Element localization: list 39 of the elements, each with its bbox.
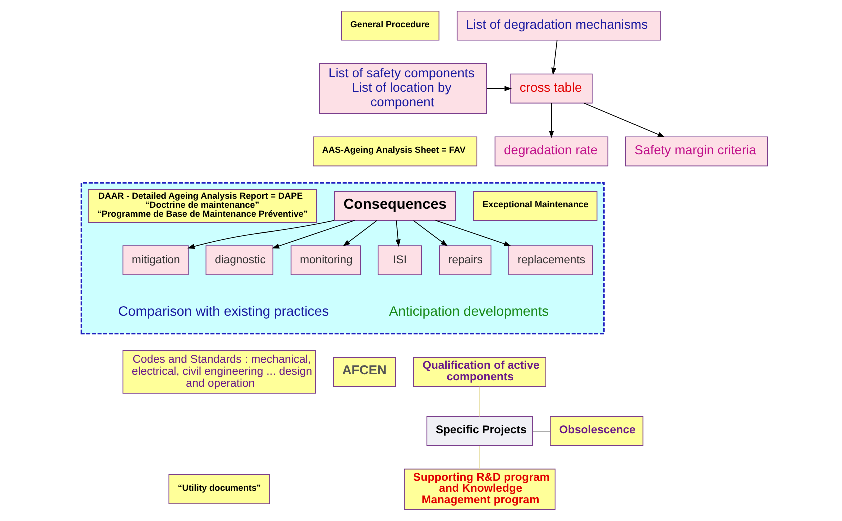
node-box: degradation rate (494, 136, 608, 167)
node-box: AFCEN (332, 357, 396, 388)
node-box: Consequences (334, 191, 456, 221)
node-box: Specific Projects (426, 416, 533, 446)
node-box: Qualification of active components (412, 357, 546, 388)
node-box: Exceptional Maintenance (473, 191, 598, 221)
node-box: DAAR - Detailed Ageing Analysis Report = DAPE “Doctrine de maintenance” “Programme de Base de Maintenance Préventive” (88, 189, 317, 223)
arrow (272, 220, 355, 249)
node-box: General Procedure (340, 10, 440, 41)
node-box: AAS-Ageing Analysis Sheet = FAV (312, 136, 478, 167)
connector (479, 386, 480, 418)
arrow (486, 86, 512, 92)
node-box: Safety margin criteria (624, 136, 768, 167)
node-box: Obsolescence (550, 416, 644, 446)
connector (532, 431, 550, 432)
arrow (395, 220, 400, 247)
node-box: diagnostic (205, 246, 274, 276)
label: Anticipation developments (388, 304, 549, 320)
node-box: List of safety components List of location by component (319, 63, 487, 114)
cluster (80, 182, 604, 335)
node-box: repairs (438, 246, 492, 276)
node-box: Supporting R&D program and Knowledge Management program (404, 468, 556, 510)
arrow (342, 220, 377, 247)
arrow (551, 40, 558, 76)
node-box: Codes and Standards : mechanical, electrical, civil engineering ... design and operation (122, 350, 316, 394)
node-box: cross table (510, 74, 592, 104)
arrow (412, 220, 448, 247)
node-box: monitoring (290, 246, 361, 276)
connector (479, 446, 480, 470)
arrow (583, 102, 665, 138)
arrow (187, 220, 334, 250)
label: Comparison with existing practices (118, 304, 329, 320)
node-box: mitigation (122, 246, 188, 276)
arrow (548, 103, 554, 138)
node-box: List of degradation mechanisms (456, 10, 660, 41)
node-box: ISI (377, 246, 422, 276)
node-box: “Utility documents” (168, 474, 270, 504)
node-box: replacements (508, 246, 593, 276)
arrow (434, 220, 511, 246)
